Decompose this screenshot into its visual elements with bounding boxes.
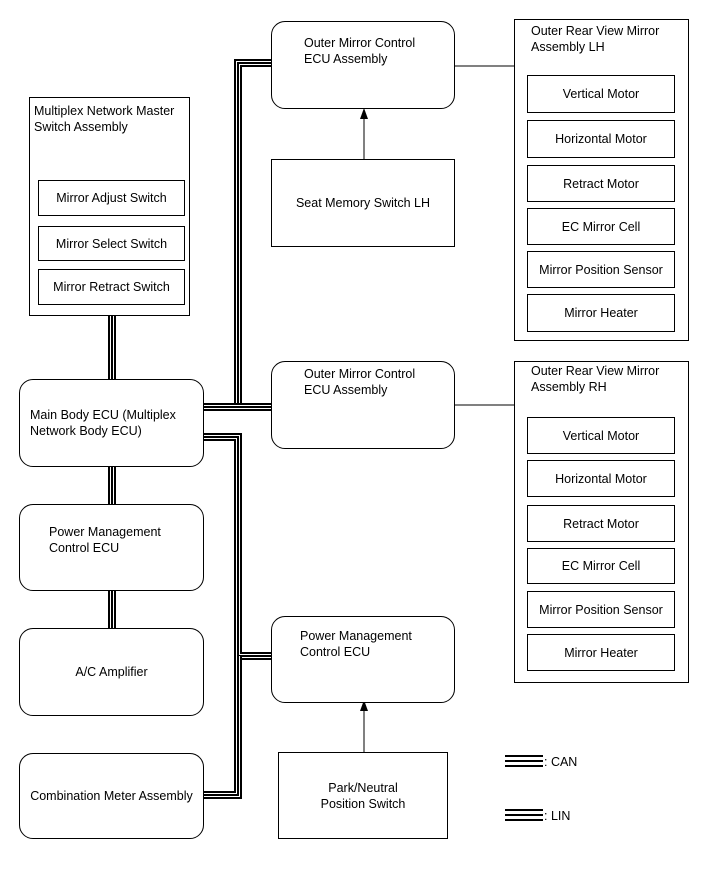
outer-mirror-control-ecu-lower: Outer Mirror Control ECU Assembly bbox=[271, 361, 455, 449]
mirror-rh-heater: Mirror Heater bbox=[527, 634, 675, 671]
ac-amplifier-label: A/C Amplifier bbox=[75, 665, 148, 679]
mirror-select-switch: Mirror Select Switch bbox=[38, 226, 185, 261]
main-body-ecu-line1: Main Body ECU (Multiplex bbox=[30, 408, 176, 422]
bus-combination-meter bbox=[204, 656, 242, 799]
mirror-lh-title-line1: Outer Rear View Mirror bbox=[531, 24, 660, 38]
ac-amplifier: A/C Amplifier bbox=[19, 628, 204, 716]
bus-main-ecu-to-ecu-upper bbox=[204, 59, 271, 411]
mirror-lh-ec-mirror-cell: EC Mirror Cell bbox=[527, 208, 675, 245]
bus-main-ecu-to-power-mgmt-right bbox=[204, 433, 271, 660]
seat-memory-switch-lh: Seat Memory Switch LH bbox=[271, 159, 455, 247]
mirror-rh-retract-motor: Retract Motor bbox=[527, 505, 675, 542]
mirror-rh-position-sensor: Mirror Position Sensor bbox=[527, 591, 675, 628]
power-mgmt-left-line1: Power Management bbox=[49, 525, 161, 539]
outer-mirror-ecu-lower-line1: Outer Mirror Control bbox=[304, 367, 416, 381]
mirror-rh-horizontal-motor: Horizontal Motor bbox=[527, 460, 675, 497]
outer-mirror-ecu-upper-line2: ECU Assembly bbox=[304, 52, 388, 66]
outer-mirror-control-ecu-upper: Outer Mirror Control ECU Assembly bbox=[271, 21, 455, 109]
park-neutral-line1: Park/Neutral bbox=[328, 780, 398, 795]
combination-meter-label: Combination Meter Assembly bbox=[30, 789, 193, 803]
arrow-head-up bbox=[360, 108, 368, 119]
legend-can-symbol bbox=[505, 755, 543, 767]
mirror-lh-position-sensor: Mirror Position Sensor bbox=[527, 251, 675, 288]
main-body-ecu-line2: Network Body ECU) bbox=[30, 424, 142, 438]
mirror-lh-heater: Mirror Heater bbox=[527, 294, 675, 332]
mirror-rh-vertical-motor: Vertical Motor bbox=[527, 417, 675, 454]
mirror-rh-ec-mirror-cell: EC Mirror Cell bbox=[527, 548, 675, 584]
mirror-rh-title-line2: Assembly RH bbox=[531, 380, 607, 394]
park-neutral-line2: Position Switch bbox=[320, 796, 406, 811]
arrow-head-up bbox=[360, 700, 368, 711]
legend-lin-label: : LIN bbox=[544, 809, 571, 823]
mirror-lh-vertical-motor: Vertical Motor bbox=[527, 75, 675, 113]
mirror-retract-switch: Mirror Retract Switch bbox=[38, 269, 185, 305]
mirror-lh-horizontal-motor: Horizontal Motor bbox=[527, 120, 675, 158]
power-mgmt-right-line1: Power Management bbox=[300, 629, 412, 643]
outer-mirror-ecu-upper-line1: Outer Mirror Control bbox=[304, 36, 416, 50]
legend-lin-symbol bbox=[505, 809, 543, 821]
mirror-rh-title-line1: Outer Rear View Mirror bbox=[531, 364, 660, 378]
main-body-ecu: Main Body ECU (Multiplex Network Body EC… bbox=[19, 379, 204, 467]
park-neutral-position-switch: Park/Neutral Position Switch bbox=[278, 752, 448, 839]
combination-meter-assembly: Combination Meter Assembly bbox=[19, 753, 204, 839]
mirror-lh-retract-motor: Retract Motor bbox=[527, 165, 675, 202]
master-switch-title-line1: Multiplex Network Master bbox=[34, 104, 175, 118]
legend-swatches bbox=[505, 755, 543, 821]
mirror-adjust-switch: Mirror Adjust Switch bbox=[38, 180, 185, 216]
legend-can-label: : CAN bbox=[544, 755, 578, 769]
outer-mirror-ecu-lower-line2: ECU Assembly bbox=[304, 383, 388, 397]
power-mgmt-left-line2: Control ECU bbox=[49, 541, 120, 555]
power-mgmt-right-line2: Control ECU bbox=[300, 645, 371, 659]
master-switch-title-line2: Switch Assembly bbox=[34, 120, 128, 134]
seat-memory-switch-label: Seat Memory Switch LH bbox=[295, 196, 431, 210]
power-management-ecu-left: Power Management Control ECU bbox=[19, 504, 204, 591]
power-management-ecu-right: Power Management Control ECU bbox=[271, 616, 455, 703]
mirror-lh-title-line2: Assembly LH bbox=[531, 40, 605, 54]
